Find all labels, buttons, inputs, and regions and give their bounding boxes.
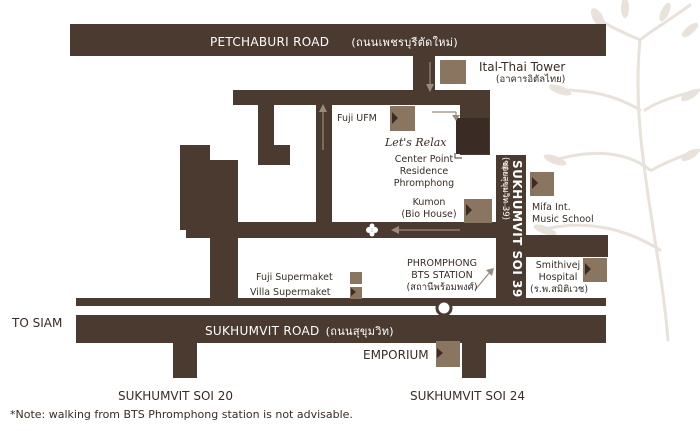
kumon-sub: (Bio House) [401, 209, 457, 220]
arrow-bts-icon [486, 268, 494, 276]
sukhumvit-road-label: SUKHUMVIT ROAD (ถนนสุขุมวิท) [205, 322, 394, 340]
arrow-bts-line [474, 271, 491, 291]
petal [591, 8, 605, 28]
smithivej-sub: Hospital [538, 272, 578, 283]
bts-label: PHROMPHONG BTS STATION (สถานีพร้อมพงศ์) [392, 258, 492, 294]
arrow-up-soi39-icon [501, 161, 509, 169]
sukhumvit-road-thai: (ถนนสุขุมวิท) [325, 325, 394, 338]
arrow-down-icon [426, 84, 434, 92]
soi31-thai-label: (ซอยสุขุมวิท 31) [211, 165, 221, 228]
fuji-ufm-label: Fuji UFM [337, 113, 377, 124]
soi39-label: SUKHUMVIT SOI 39 [510, 160, 524, 298]
sukhumvit-road-name: SUKHUMVIT ROAD [205, 324, 320, 338]
kumon-name: Kumon [412, 197, 446, 208]
petchaburi-road-name: PETCHABURI ROAD [210, 35, 330, 49]
hotel-label: Center Point Residence Phromphong [384, 154, 464, 190]
middle-lane [186, 222, 504, 238]
bts-line1: PHROMPHONG [407, 258, 477, 269]
petal [533, 224, 557, 236]
soi24-road [462, 343, 486, 378]
smithivej-pointer-icon [585, 263, 591, 275]
walking-note: *Note: walking from BTS Phromphong stati… [10, 408, 353, 421]
emporium-pointer-icon [437, 348, 443, 358]
ital-thai-thai: (อาคารอิตัลไทย) [495, 74, 566, 85]
soi39-thai-label: (ซอยสุขุมวิท 39) [500, 157, 510, 220]
arrow-up-icon [319, 104, 327, 112]
petal [681, 148, 699, 162]
bts-line2: BTS STATION [411, 270, 473, 281]
hotel-line3: Phromphong [393, 178, 455, 189]
mifa-pointer-icon [532, 177, 538, 189]
arrow-left-icon [391, 226, 399, 234]
petal [659, 2, 671, 22]
to-siam-label: TO SIAM [12, 316, 63, 330]
petchaburi-road [70, 24, 606, 56]
kumon-pointer-icon [466, 204, 472, 216]
arrow-right-down-icon [452, 115, 460, 121]
mifa-sub: Music School [532, 214, 594, 225]
upper-lane [233, 90, 468, 105]
soi20-label: SUKHUMVIT SOI 20 [118, 389, 234, 403]
inner-lane-vertical [316, 90, 332, 225]
petal [548, 84, 572, 96]
ital-thai-marker[interactable] [440, 60, 466, 84]
hotel-pointer [454, 153, 462, 159]
hotel-line1: Center Point [394, 154, 454, 165]
bts-rail-line [76, 298, 606, 306]
sukhumvit-road [76, 315, 606, 343]
fuji-super-marker[interactable] [350, 272, 362, 284]
soi31-upper-stub [180, 145, 210, 230]
fuji-super-label: Fuji Supermaket [256, 272, 333, 283]
soi31-label: SUKHUMVIT SOI 31 [223, 163, 237, 301]
smithivej-lane [526, 235, 608, 257]
petal [681, 22, 699, 38]
soi39-road [496, 155, 526, 300]
smithivej-thai: (ร.พ.สมิติเวช) [530, 284, 589, 295]
petchaburi-road-thai: (ถนนเพชรบุรีตัดใหม่) [351, 36, 458, 49]
hotel-line2: Residence [399, 166, 449, 177]
kumon-label: Kumon (Bio House) [396, 197, 462, 221]
petal [681, 88, 699, 102]
bts-thai: (สถานีพร้อมพงศ์) [406, 282, 478, 293]
petchaburi-road-label: PETCHABURI ROAD (ถนนเพชรบุรีตัดใหม่) [210, 33, 458, 51]
ital-thai-label: Ital-Thai Tower (อาคารอิตัลไทย) [479, 60, 565, 86]
smithivej-label: Smithivej Hospital (ร.พ.สมิติเวช) [530, 260, 589, 296]
soi20-road [173, 343, 197, 378]
hotel-name: Let's Relax [385, 136, 447, 149]
hotel-marker[interactable] [456, 118, 489, 154]
villa-pointer-icon [351, 288, 356, 296]
mifa-name: Mifa Int. [532, 202, 571, 213]
ital-thai-name: Ital-Thai Tower [479, 60, 566, 74]
petal [621, 0, 629, 18]
petal [543, 154, 567, 166]
left-loop-connector [258, 145, 290, 165]
smithivej-name: Smithivej [535, 260, 581, 271]
bts-station-marker[interactable] [435, 299, 453, 317]
soi24-label: SUKHUMVIT SOI 24 [410, 389, 526, 403]
villa-super-label: Villa Supermaket [250, 287, 331, 298]
fuji-ufm-pointer-icon [392, 112, 398, 124]
junction-symbol-icon [366, 223, 378, 237]
mifa-label: Mifa Int. Music School [532, 202, 594, 226]
emporium-label: EMPORIUM [363, 348, 429, 362]
